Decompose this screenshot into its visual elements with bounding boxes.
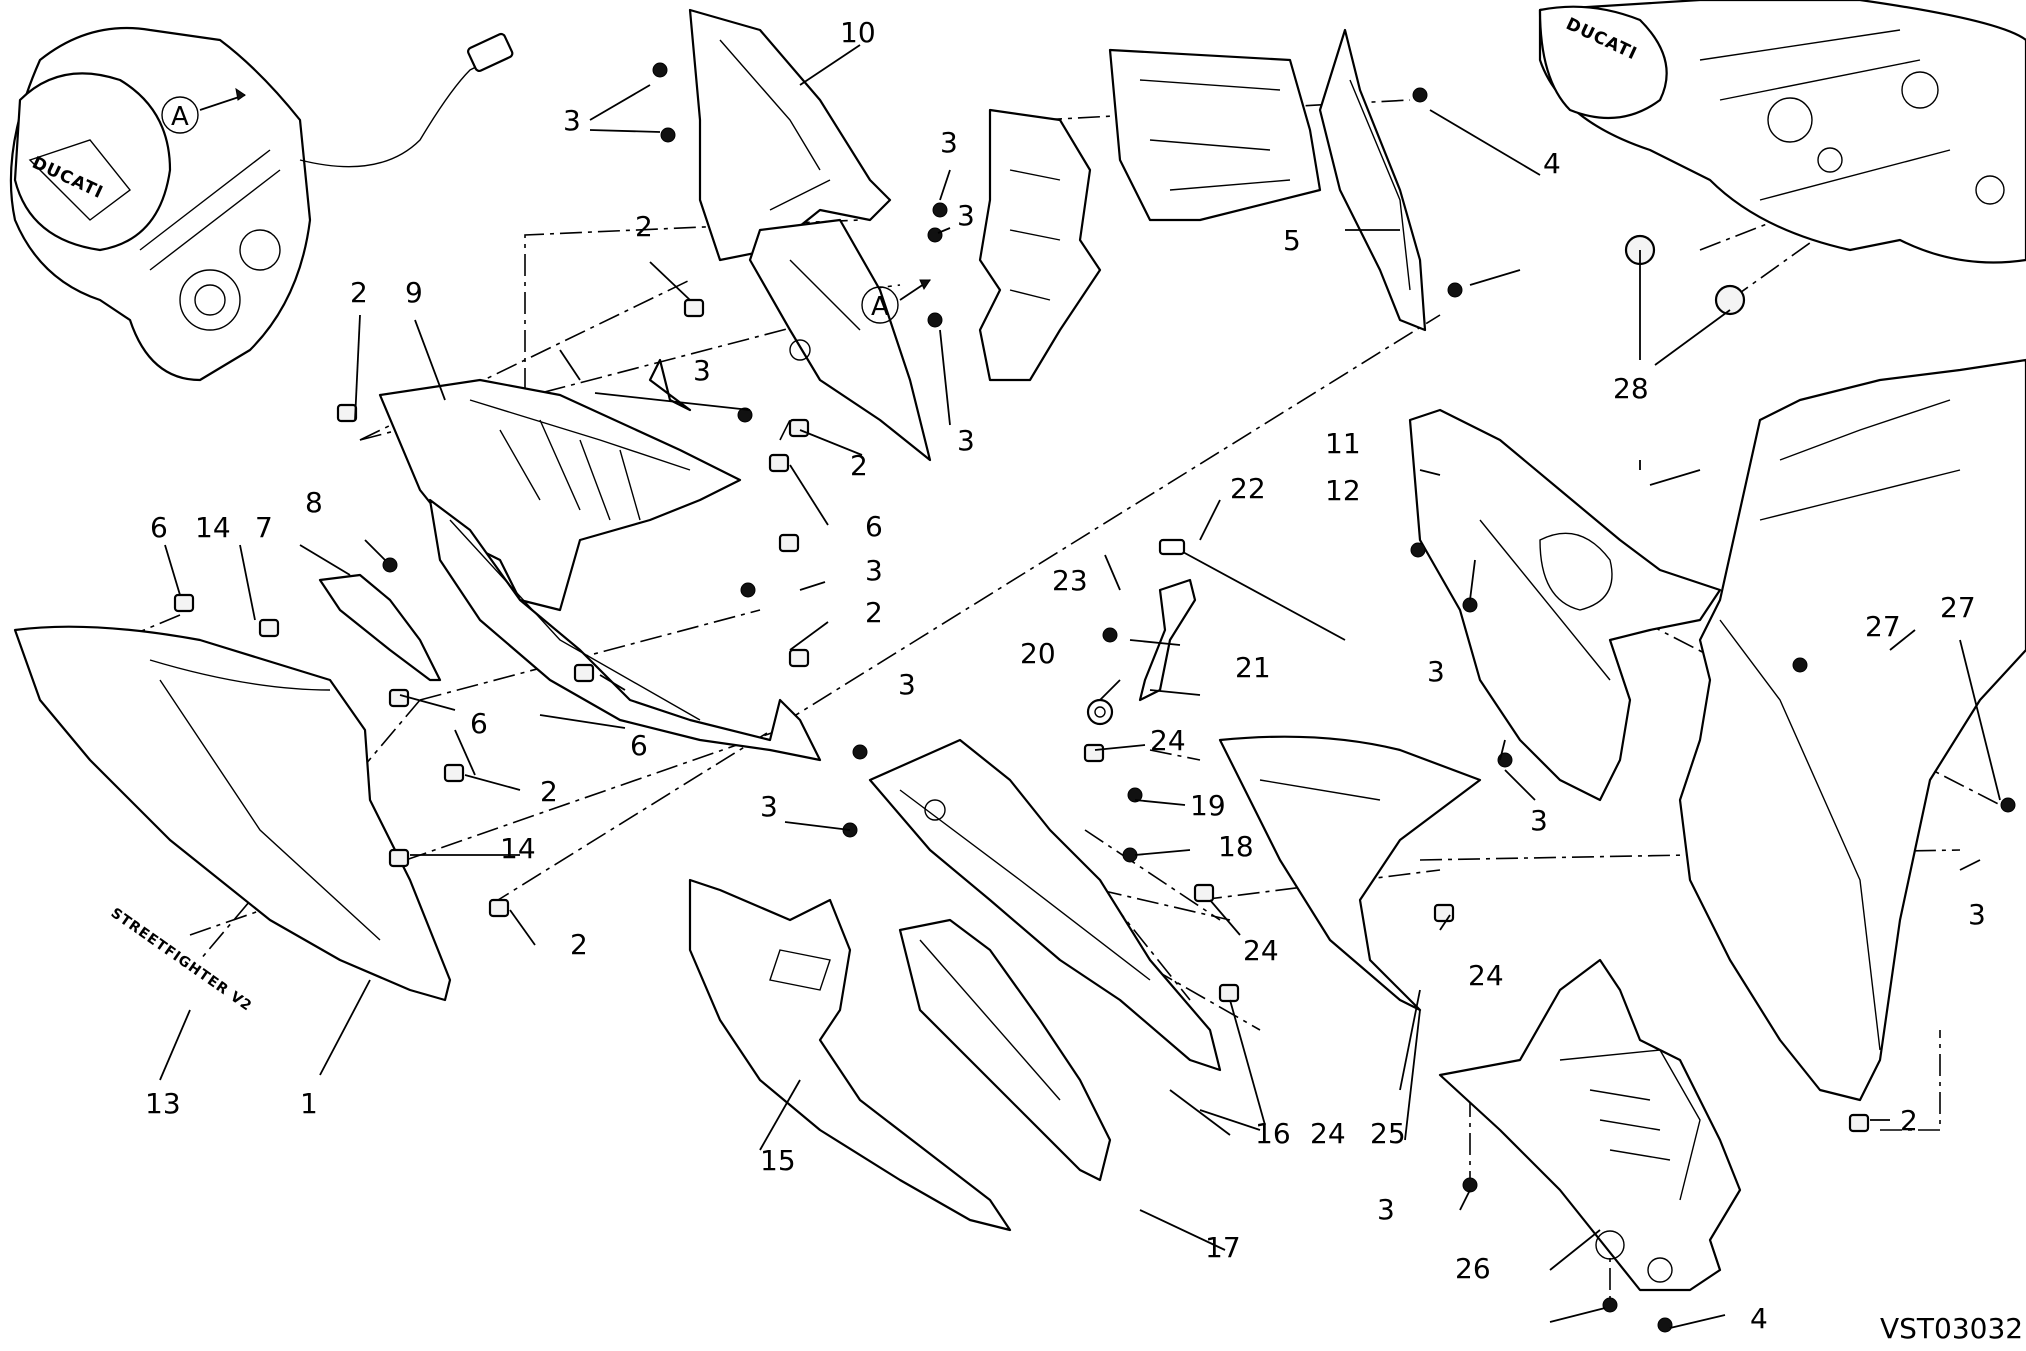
callout-26: 26 bbox=[1455, 1252, 1491, 1285]
callout-19: 19 bbox=[1190, 789, 1226, 822]
callout-4a: 4 bbox=[1543, 147, 1561, 180]
callout-2e: 2 bbox=[540, 775, 558, 808]
callout-12: 12 bbox=[1325, 474, 1361, 507]
callout-labels: 1 2 2 2 2 2 2 2 3 3 3 3 3 3 3 3 3 3 3 3 … bbox=[145, 16, 1986, 1335]
callout-17: 17 bbox=[1205, 1231, 1241, 1264]
lower-fairings bbox=[688, 738, 1222, 1232]
part-10-upper-bracket bbox=[688, 8, 932, 462]
callout-14a: 14 bbox=[195, 511, 231, 544]
callout-24d: 24 bbox=[1310, 1117, 1346, 1150]
callout-25: 25 bbox=[1370, 1117, 1406, 1150]
callout-3b: 3 bbox=[940, 126, 958, 159]
callout-18: 18 bbox=[1218, 830, 1254, 863]
callout-5: 5 bbox=[1283, 224, 1301, 257]
small-hardware bbox=[1086, 538, 1346, 726]
callout-15: 15 bbox=[760, 1144, 796, 1177]
callout-2d: 2 bbox=[350, 276, 368, 309]
callout-13: 13 bbox=[145, 1087, 181, 1120]
callout-leaders bbox=[159, 44, 2001, 1329]
engine-left: DUCATI A bbox=[9, 26, 514, 382]
callout-3a: 3 bbox=[563, 104, 581, 137]
callout-2g: 2 bbox=[1900, 1104, 1918, 1137]
callout-6b: 6 bbox=[470, 707, 488, 740]
callout-8: 8 bbox=[305, 486, 323, 519]
drawing-code: VST03032 bbox=[1880, 1312, 2023, 1345]
part-11-inner-panel bbox=[1408, 408, 1722, 802]
part-9-side-fairing bbox=[378, 358, 822, 762]
callout-3k: 3 bbox=[1968, 898, 1986, 931]
callout-3f: 3 bbox=[865, 554, 883, 587]
part-7-panel bbox=[318, 573, 442, 682]
callout-3i: 3 bbox=[1427, 655, 1445, 688]
callout-2f: 2 bbox=[570, 928, 588, 961]
callout-23: 23 bbox=[1052, 564, 1088, 597]
callout-3j: 3 bbox=[1530, 804, 1548, 837]
callout-16: 16 bbox=[1255, 1117, 1291, 1150]
callout-10: 10 bbox=[840, 16, 876, 49]
callout-4b: 4 bbox=[1750, 1302, 1768, 1335]
callout-6a: 6 bbox=[150, 511, 168, 544]
callout-27a: 27 bbox=[1865, 610, 1901, 643]
callout-7: 7 bbox=[255, 511, 273, 544]
callout-3l: 3 bbox=[1377, 1193, 1395, 1226]
part-1-front-fairing bbox=[13, 625, 452, 1002]
callout-22: 22 bbox=[1230, 472, 1266, 505]
radiator-brackets bbox=[978, 28, 1427, 382]
callout-3e: 3 bbox=[693, 354, 711, 387]
callout-9: 9 bbox=[405, 276, 423, 309]
callout-21: 21 bbox=[1235, 651, 1271, 684]
callout-3c: 3 bbox=[957, 199, 975, 232]
fasteners: A bbox=[173, 62, 2016, 1333]
callout-2c: 2 bbox=[635, 210, 653, 243]
callout-24b: 24 bbox=[1243, 934, 1279, 967]
decal-13: STREETFIGHTER V2 bbox=[108, 905, 255, 1015]
callout-2a: 2 bbox=[850, 449, 868, 482]
callout-3g: 3 bbox=[898, 668, 916, 701]
engine-right: DUCATI bbox=[1538, 0, 2026, 264]
part-25-panel bbox=[1218, 735, 1482, 1012]
part-27-large-cover bbox=[1678, 358, 2026, 1102]
callout-11: 11 bbox=[1325, 427, 1361, 460]
callout-3d: 3 bbox=[957, 424, 975, 457]
reference-mark-a-left: A bbox=[171, 102, 189, 132]
callout-3h: 3 bbox=[760, 790, 778, 823]
callout-2b: 2 bbox=[865, 596, 883, 629]
callout-1: 1 bbox=[300, 1087, 318, 1120]
callout-14b: 14 bbox=[500, 832, 536, 865]
callout-20: 20 bbox=[1020, 637, 1056, 670]
callout-24a: 24 bbox=[1150, 724, 1186, 757]
callout-28: 28 bbox=[1613, 372, 1649, 405]
callout-27b: 27 bbox=[1940, 591, 1976, 624]
part-26-skid-plate bbox=[1438, 958, 1742, 1292]
callout-24c: 24 bbox=[1468, 959, 1504, 992]
callout-6d: 6 bbox=[865, 510, 883, 543]
callout-6c: 6 bbox=[630, 729, 648, 762]
reference-mark-a-center: A bbox=[871, 292, 889, 322]
